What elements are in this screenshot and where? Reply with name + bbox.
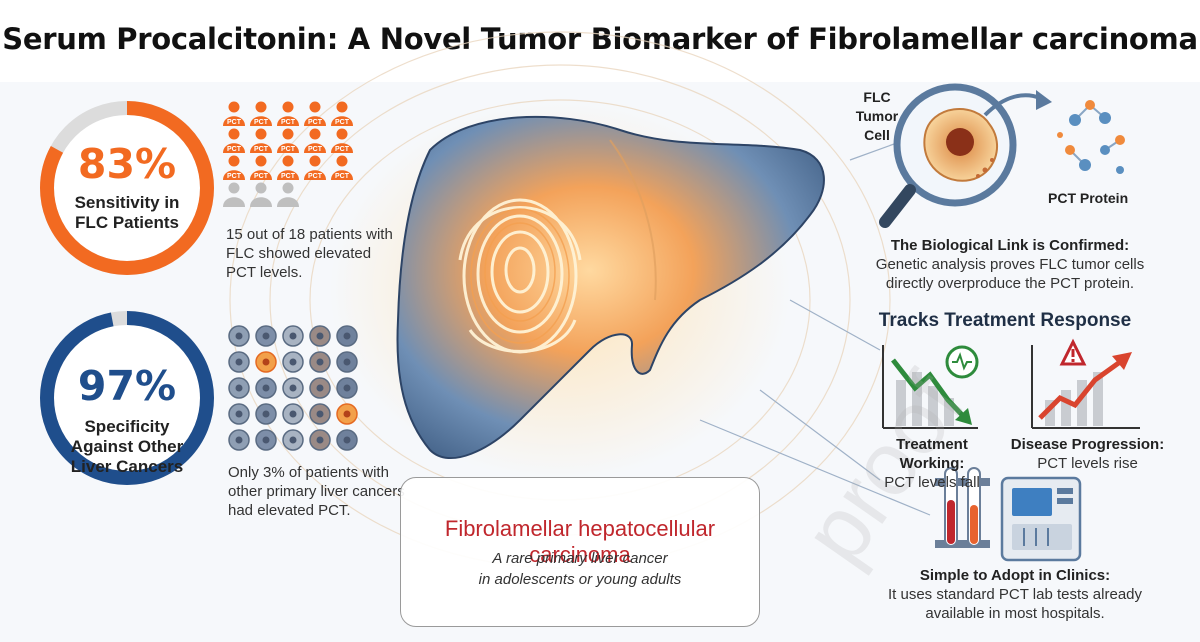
cell-nucleus [235, 384, 243, 392]
patient-elevated-icon: PCT [223, 101, 245, 126]
arrow-icon [983, 93, 1041, 117]
page-title: Serum Procalcitonin: A Novel Tumor Bioma… [2, 22, 1198, 56]
patient-elevated-icon: PCT [277, 155, 299, 180]
disease-progression-chart-icon [1031, 338, 1140, 429]
cell-nucleus [235, 410, 243, 418]
cell-nucleus [235, 332, 243, 340]
patient-elevated-icon: PCT [304, 128, 326, 153]
cell-nucleus [343, 358, 351, 366]
cell-nucleus [289, 384, 297, 392]
cell-nucleus [262, 332, 270, 340]
tumor-cell-icon [923, 108, 999, 182]
patient-elevated-icon: PCT [250, 101, 272, 126]
cell-nucleus [289, 358, 297, 366]
treatment-working-text: Treatment Working: PCT levels fall [884, 436, 980, 491]
cell-nucleus [235, 436, 243, 444]
cell-nucleus [316, 436, 324, 444]
cell-nucleus [289, 436, 297, 444]
cell-nucleus [289, 332, 297, 340]
patient-normal-icon [250, 182, 272, 207]
svg-text:PCT: PCT [308, 146, 323, 153]
cell-nucleus [262, 384, 270, 392]
svg-text:PCT: PCT [227, 173, 242, 180]
test-tube-rack-icon [935, 467, 990, 548]
patient-elevated-icon: PCT [331, 128, 353, 153]
cell-nucleus [262, 358, 270, 366]
patient-elevated-icon: PCT [304, 101, 326, 126]
tracks-heading: Tracks Treatment Response [878, 310, 1132, 331]
svg-text:PCT: PCT [335, 146, 350, 153]
disease-title: Fibrolamellar hepatocellular carcinoma [444, 516, 716, 567]
treatment-working-chart-icon [882, 345, 979, 429]
svg-text:PCT: PCT [308, 119, 323, 126]
cell-nucleus [289, 410, 297, 418]
lab-analyzer-icon [1000, 476, 1082, 562]
svg-text:PCT: PCT [335, 173, 350, 180]
cell-nucleus [262, 436, 270, 444]
patient-elevated-icon: PCT [223, 155, 245, 180]
patient-elevated-icon: PCT [223, 128, 245, 153]
patient-elevated-icon: PCT [277, 128, 299, 153]
cell-nucleus [262, 410, 270, 418]
cell-nucleus [316, 410, 324, 418]
disease-progression-text: Disease Progression: PCT levels rise [1010, 436, 1165, 472]
cell-nucleus [343, 332, 351, 340]
cell-nucleus [235, 358, 243, 366]
svg-text:PCT: PCT [281, 146, 296, 153]
cell-nucleus [316, 358, 324, 366]
svg-text:PCT: PCT [254, 173, 269, 180]
cell-nucleus [343, 384, 351, 392]
svg-text:PCT: PCT [281, 173, 296, 180]
disease-callout-box: Fibrolamellar hepatocellular carcinoma A… [400, 477, 760, 627]
sensitivity-ring-track [40, 101, 214, 275]
patient-normal-icon [277, 182, 299, 207]
patient-elevated-icon: PCT [277, 101, 299, 126]
patient-elevated-icon: PCT [331, 101, 353, 126]
svg-text:PCT: PCT [227, 119, 242, 126]
patient-normal-icon [223, 182, 245, 207]
adopt-text: Simple to Adopt in Clinics: It uses stan… [887, 567, 1143, 622]
patient-elevated-icon: PCT [331, 155, 353, 180]
cell-nucleus [316, 384, 324, 392]
svg-text:PCT: PCT [308, 173, 323, 180]
cell-icon-grid [228, 325, 358, 451]
patient-icon-grid: PCT PCT PCT PCT PCT PCT PCT PCT PCT PCT PCT PCT PCT P… [223, 101, 353, 207]
svg-text:PCT: PCT [335, 119, 350, 126]
patient-elevated-icon: PCT [250, 128, 272, 153]
pct-protein-icon [1057, 100, 1125, 174]
svg-text:PCT: PCT [254, 146, 269, 153]
svg-text:PCT: PCT [281, 119, 296, 126]
cell-nucleus [343, 436, 351, 444]
patient-elevated-icon: PCT [250, 155, 272, 180]
connector-lines [699, 139, 931, 516]
fingerprint-icon [458, 198, 582, 354]
pct-protein-label: PCT Protein [1048, 190, 1129, 206]
svg-text:PCT: PCT [227, 146, 242, 153]
sensitivity-percent: 83% [77, 140, 177, 188]
bio-link-text: The Biological Link is Confirmed: Geneti… [875, 237, 1145, 292]
liver-lobe-line [609, 139, 657, 301]
specificity-percent: 97% [77, 362, 177, 410]
patient-elevated-icon: PCT [304, 155, 326, 180]
svg-text:PCT: PCT [254, 119, 269, 126]
cell-nucleus [343, 410, 351, 418]
cell-nucleus [316, 332, 324, 340]
